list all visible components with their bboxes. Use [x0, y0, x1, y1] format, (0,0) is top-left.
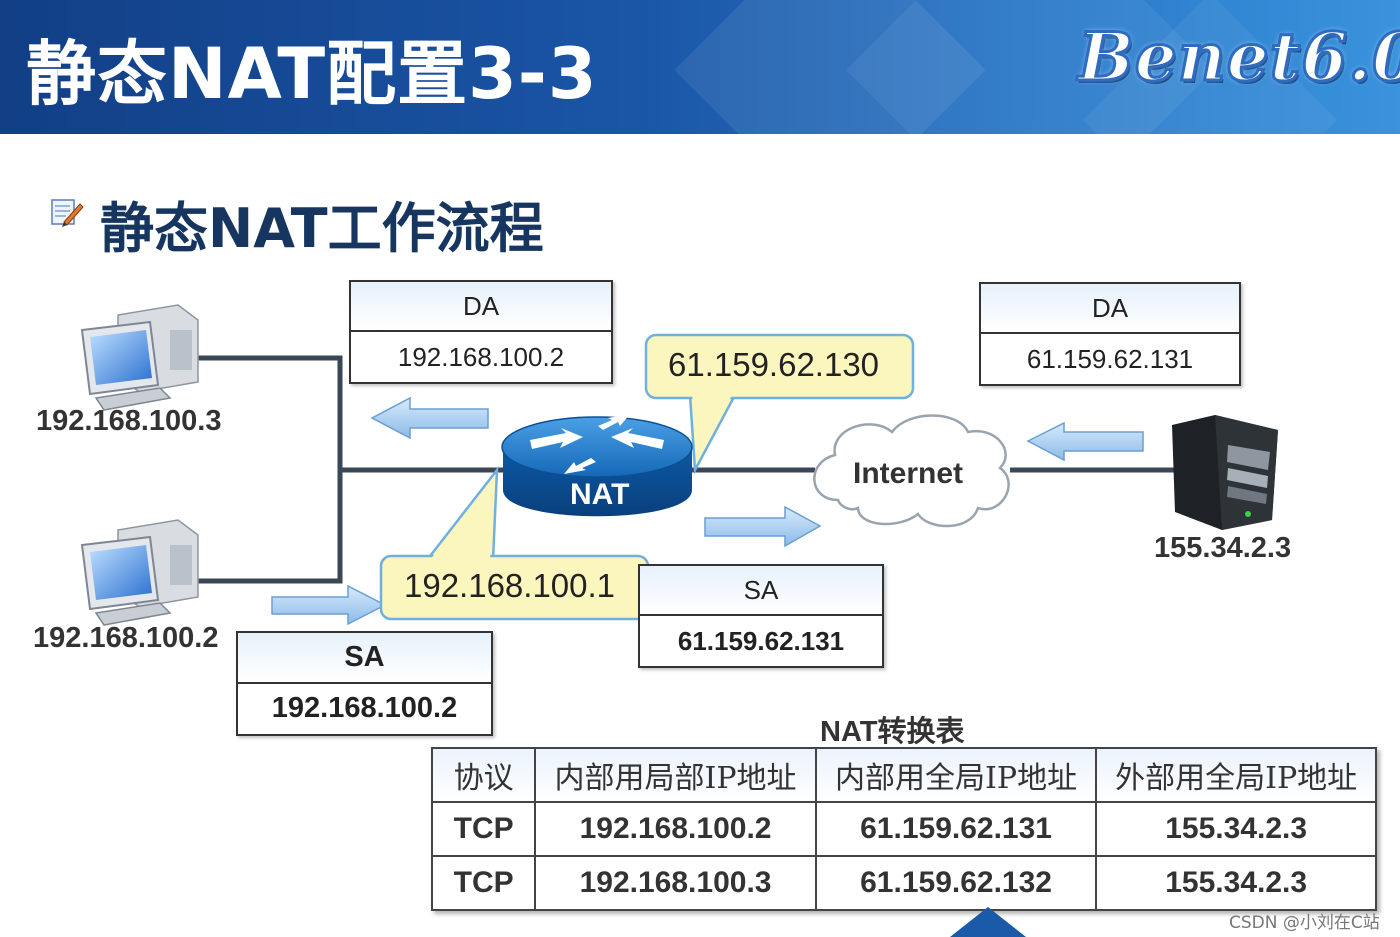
packet-header-label: SA [640, 566, 882, 616]
packet-outbound-right: SA 61.159.62.131 [638, 564, 884, 668]
section-heading: 静态NAT工作流程 [100, 197, 544, 260]
table-cell: 61.159.62.132 [814, 855, 1098, 911]
arrow-left-right [1026, 421, 1144, 462]
pc-bottom-icon [80, 519, 199, 626]
watermark: CSDN @小刘在C站 [1229, 913, 1380, 933]
packet-header-label: DA [351, 282, 611, 332]
host-top-ip: 192.168.100.3 [36, 405, 222, 437]
packet-address: 61.159.62.131 [1026, 343, 1194, 374]
table-cell: TCP [430, 801, 537, 857]
header-banner [0, 0, 1400, 134]
outside-interface-ip: 61.159.62.130 [668, 346, 880, 383]
packet-header-label: SA [238, 633, 491, 684]
column-header-protocol: 协议 [430, 747, 537, 803]
table-cell: 192.168.100.3 [534, 855, 817, 911]
packet-header-label: DA [981, 284, 1239, 334]
triangle-marker-icon [950, 907, 1026, 937]
packet-address: 192.168.100.2 [397, 341, 565, 372]
callout-outside [644, 333, 915, 475]
internet-cloud [813, 414, 1010, 528]
table-cell: 155.34.2.3 [1095, 855, 1377, 911]
arrow-right-bottom [271, 584, 387, 626]
table-cell: 61.159.62.131 [814, 801, 1098, 857]
brand-logo: Benet6.0 [1076, 17, 1400, 98]
callout-inside [379, 466, 650, 621]
table-caption: NAT转换表 [820, 716, 965, 748]
column-header-inside-global: 内部用全局IP地址 [814, 747, 1098, 803]
table-cell: TCP [430, 855, 537, 911]
table-header-row: 协议 内部用局部IP地址 内部用全局IP地址 外部用全局IP地址 [430, 747, 1377, 803]
column-header-outside-global: 外部用全局IP地址 [1095, 747, 1377, 803]
notepad-pencil-icon [51, 199, 84, 227]
packet-address: 61.159.62.131 [677, 625, 845, 656]
table-row: TCP 192.168.100.3 61.159.62.132 155.34.2… [430, 855, 1377, 911]
slide-title: 静态NAT配置3-3 [26, 33, 598, 115]
connection-lines [198, 355, 1175, 584]
nat-translation-table: 协议 内部用局部IP地址 内部用全局IP地址 外部用全局IP地址 TCP 192… [430, 747, 1377, 911]
internet-label: Internet [853, 457, 964, 490]
nat-router-icon [501, 414, 693, 517]
column-header-inside-local: 内部用局部IP地址 [534, 747, 817, 803]
packet-address: 192.168.100.2 [271, 692, 458, 725]
server-ip: 155.34.2.3 [1154, 532, 1292, 564]
router-label: NAT [570, 478, 630, 511]
packet-return-left: DA 192.168.100.2 [349, 280, 613, 384]
table-row: TCP 192.168.100.2 61.159.62.131 155.34.2… [430, 801, 1377, 857]
packet-return-right: DA 61.159.62.131 [979, 282, 1241, 386]
arrow-left-top [370, 396, 489, 440]
pc-top-icon [80, 304, 199, 411]
table-cell: 155.34.2.3 [1095, 801, 1377, 857]
table-cell: 192.168.100.2 [534, 801, 817, 857]
host-bottom-ip: 192.168.100.2 [33, 622, 219, 654]
server-icon [1172, 415, 1278, 530]
packet-outbound-left: SA 192.168.100.2 [236, 631, 493, 736]
inside-interface-ip: 192.168.100.1 [404, 567, 616, 604]
arrow-right-middle [704, 505, 822, 548]
